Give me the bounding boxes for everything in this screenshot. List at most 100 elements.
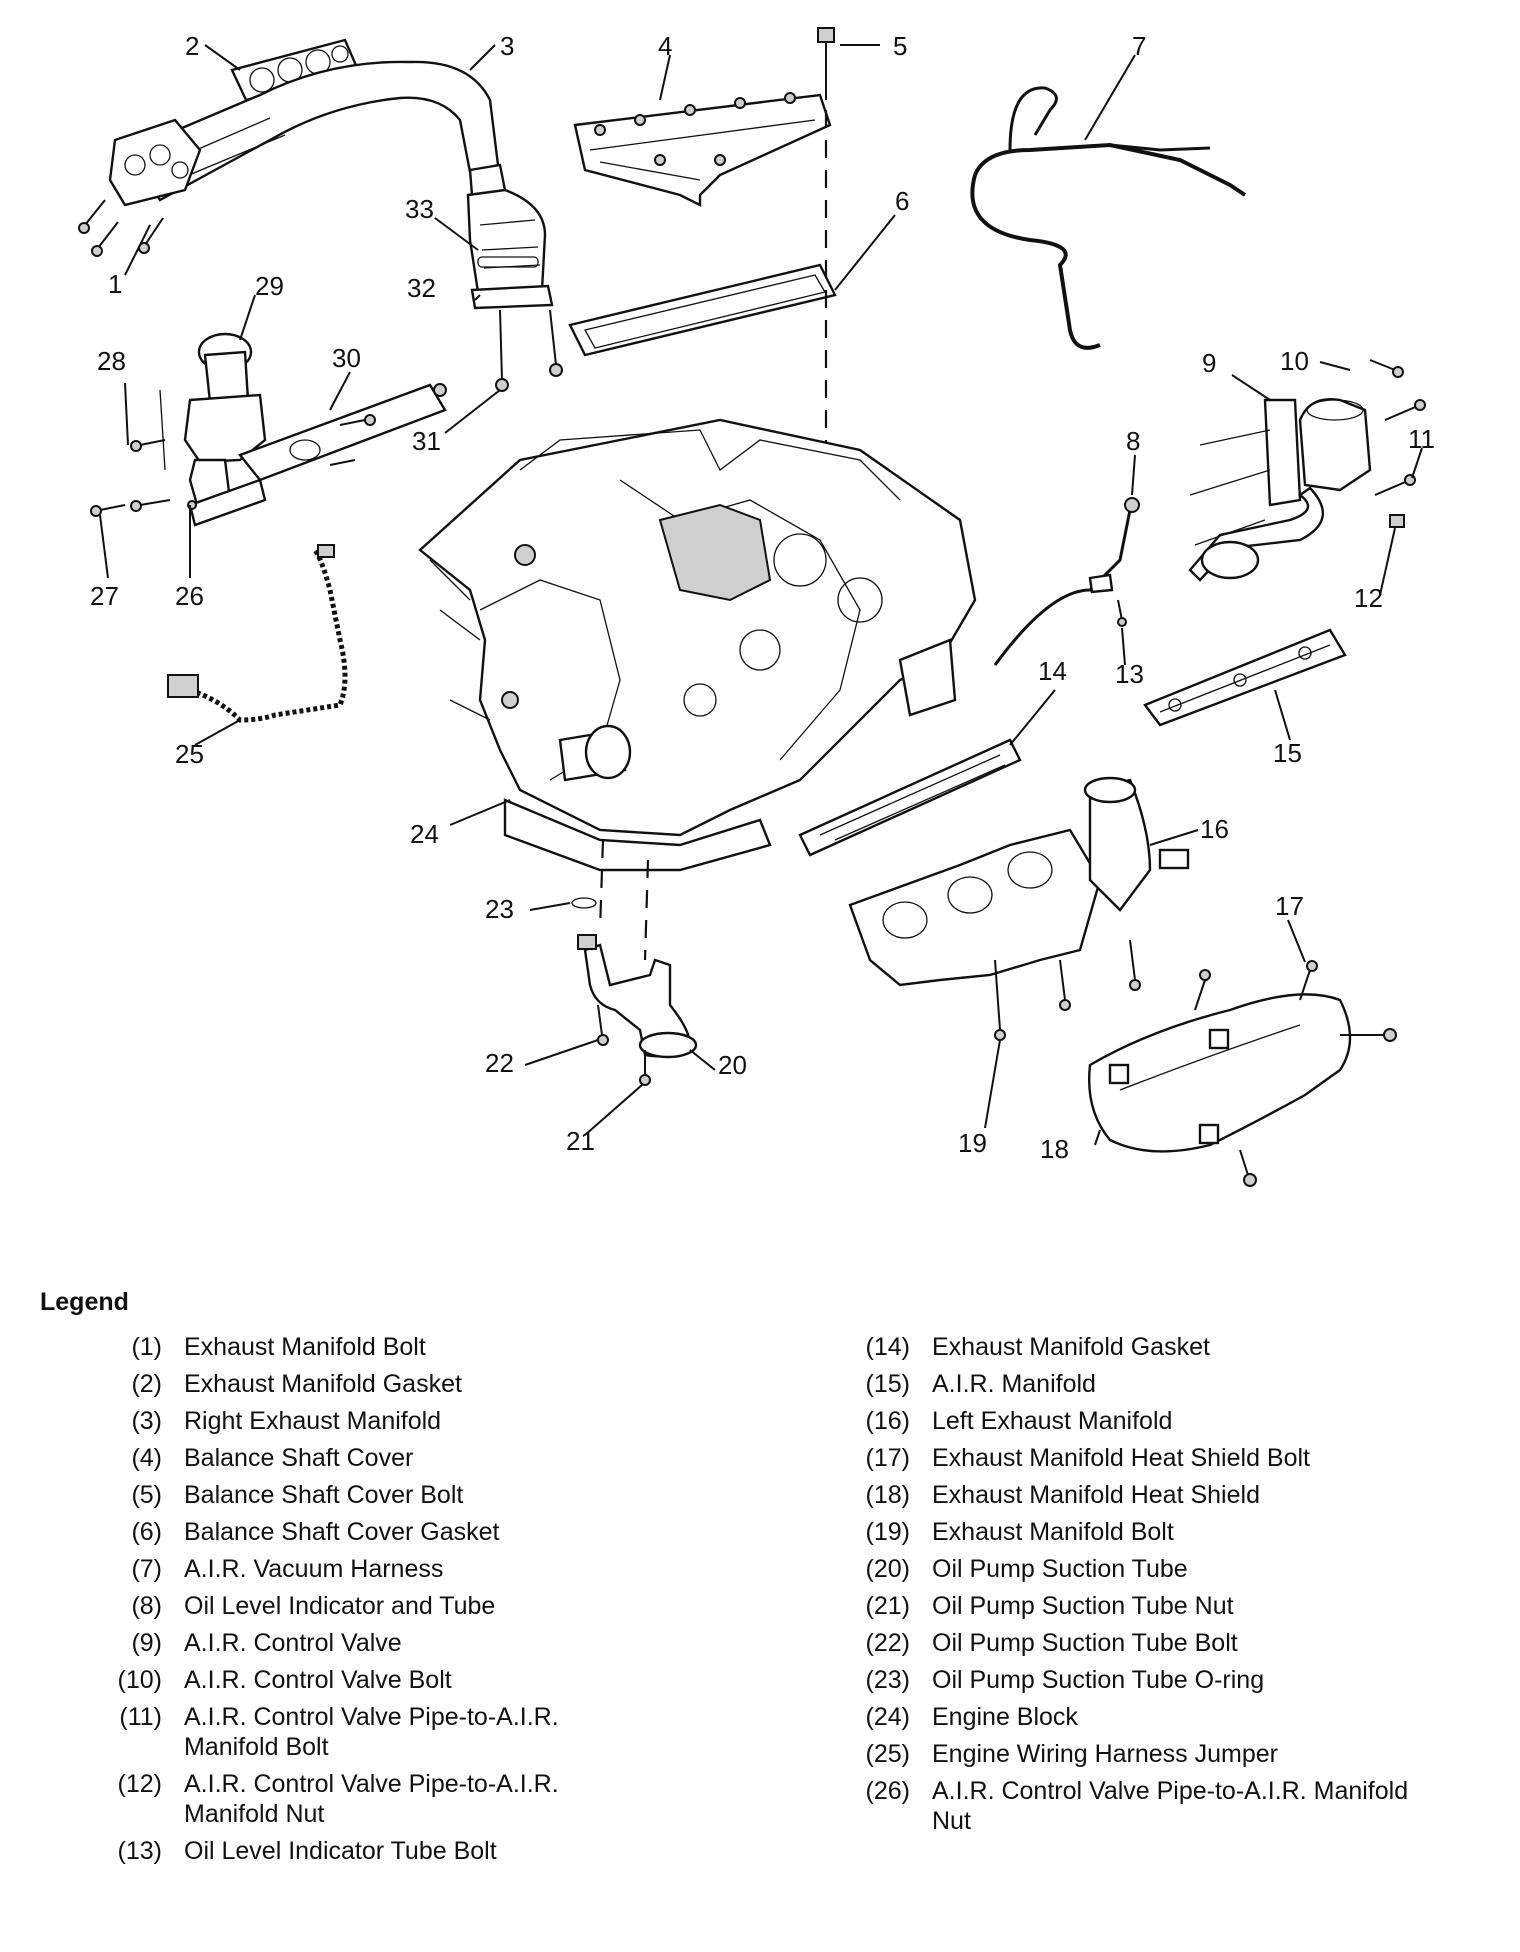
legend-item-text: Left Exhaust Manifold <box>932 1407 1173 1435</box>
legend-item: (21) Oil Pump Suction Tube Nut <box>830 1591 1430 1621</box>
legend-item-text: Oil Pump Suction Tube O-ring <box>932 1666 1265 1694</box>
legend-item: (4)Balance Shaft Cover <box>82 1443 642 1473</box>
legend-left-column: (1)Exhaust Manifold Bolt (2) Exhaust Manif… <box>82 1332 642 1873</box>
balance-shaft-cover <box>573 93 832 207</box>
legend-item-number: (6) <box>131 1518 162 1546</box>
legend-item-text: A.I.R. Vacuum Harness <box>184 1555 444 1583</box>
legend-item-number: (13) <box>117 1837 162 1865</box>
leader-lines <box>99 44 1423 1146</box>
oil-pump-suction-tube-group <box>571 839 698 1086</box>
legend-item: (22)Oil Pump Suction Tube Bolt <box>830 1628 1430 1658</box>
legend-item-text: A.I.R. Control Valve Pipe-to-A.I.R. Mani… <box>932 1777 1409 1835</box>
callout-7: 7 <box>1132 31 1146 61</box>
legend-item-number: (7) <box>131 1555 162 1583</box>
callout-5: 5 <box>893 31 907 61</box>
legend-item-text: Oil Level Indicator Tube Bolt <box>184 1837 497 1865</box>
legend-item-text: Balance Shaft Cover Bolt <box>184 1481 464 1509</box>
legend-item-number: (14) <box>865 1333 910 1361</box>
callout-29: 29 <box>255 271 284 301</box>
air-vacuum-harness <box>970 86 1247 350</box>
legend-item: (26) A.I.R. Control Valve Pipe-to-A.I.R. … <box>830 1776 1430 1836</box>
legend-item: (9)A.I.R. Control Valve <box>82 1628 642 1658</box>
callout-23: 23 <box>485 894 514 924</box>
callout-22: 22 <box>485 1048 514 1078</box>
legend-item-number: (5) <box>131 1481 162 1509</box>
balance-shaft-cover-bolt <box>817 27 835 43</box>
callout-4: 4 <box>658 31 672 61</box>
legend-item: (18)Exhaust Manifold Heat Shield <box>830 1480 1430 1510</box>
callout-6: 6 <box>895 186 909 216</box>
exhaust-manifold-heat-shield <box>1088 960 1397 1187</box>
legend-item-text: Balance Shaft Cover <box>184 1444 414 1472</box>
balance-shaft-cover-gasket <box>568 263 837 357</box>
air-control-valve-pipe <box>1188 486 1325 582</box>
air-control-valve <box>1298 398 1372 492</box>
cover-bolt-heads <box>594 92 796 166</box>
legend-item-text: Engine Block <box>932 1703 1078 1731</box>
oil-level-indicator-group <box>993 497 1140 666</box>
air-control-valve-29 <box>183 393 267 464</box>
balance-shaft-cover-group <box>568 27 837 490</box>
legend-item-text: Oil Level Indicator and Tube <box>184 1592 496 1620</box>
legend-item-text: A.I.R. Control Valve Pipe-to-A.I.R. Mani… <box>184 1770 559 1828</box>
legend-item-number: (2) <box>131 1370 162 1398</box>
legend-item: (8)Oil Level Indicator and Tube <box>82 1591 642 1621</box>
legend-item: (20)Oil Pump Suction Tube <box>830 1554 1430 1584</box>
callout-20: 20 <box>718 1050 747 1080</box>
o-ring <box>571 897 597 909</box>
callout-19: 19 <box>958 1128 987 1158</box>
callout-12: 12 <box>1354 583 1383 613</box>
legend-item-number: (12) <box>117 1770 162 1798</box>
legend-item-number: (15) <box>865 1370 910 1398</box>
exhaust-manifold-bolts-1 <box>78 199 164 257</box>
callout-24: 24 <box>410 819 439 849</box>
legend-item: (3) Right Exhaust Manifold <box>82 1406 642 1436</box>
callout-28: 28 <box>97 346 126 376</box>
callout-8: 8 <box>1126 426 1140 456</box>
callout-9: 9 <box>1202 348 1216 378</box>
legend-item-text: Exhaust Manifold Heat Shield <box>932 1481 1260 1509</box>
legend-item-number: (21) <box>865 1592 910 1620</box>
legend-right-column: (14) Exhaust Manifold Gasket (15) A.I.R. Ma… <box>830 1332 1430 1843</box>
legend-item-text: A.I.R. Manifold <box>932 1370 1096 1398</box>
callout-16: 16 <box>1200 814 1229 844</box>
legend-item-text: Oil Pump Suction Tube Nut <box>932 1592 1234 1620</box>
callout-33: 33 <box>405 194 434 224</box>
legend-item-number: (26) <box>865 1777 910 1805</box>
legend-item-number: (3) <box>131 1407 162 1435</box>
legend-item-text: Exhaust Manifold Gasket <box>932 1333 1210 1361</box>
callout-30: 30 <box>332 343 361 373</box>
callout-14: 14 <box>1038 656 1067 686</box>
right-exhaust-manifold-group <box>78 38 563 392</box>
callout-2: 2 <box>185 31 199 61</box>
legend-item-text: Oil Pump Suction Tube <box>932 1555 1188 1583</box>
legend-item: (7) A.I.R. Vacuum Harness <box>82 1554 642 1584</box>
legend-item: (12) A.I.R. Control Valve Pipe-to-A.I.R. … <box>82 1769 642 1829</box>
callout-17: 17 <box>1275 891 1304 921</box>
air-pipe-30 <box>238 383 447 482</box>
exploded-engine-diagram: 1 2 3 4 5 6 7 8 9 10 11 12 13 14 15 16 1… <box>78 27 1435 1187</box>
legend-item: (25)Engine Wiring Harness Jumper <box>830 1739 1430 1769</box>
legend-item-text: Exhaust Manifold Heat Shield Bolt <box>932 1444 1310 1472</box>
legend-item-number: (11) <box>119 1703 162 1731</box>
legend-item-text: Exhaust Manifold Gasket <box>184 1370 462 1398</box>
callout-labels: 1 2 3 4 5 6 7 8 9 10 11 12 13 14 15 16 1… <box>90 31 1435 1164</box>
legend-item-number: (22) <box>865 1629 910 1657</box>
left-exhaust-manifold <box>848 776 1190 1041</box>
legend-item-text: Right Exhaust Manifold <box>184 1407 442 1435</box>
legend-item: (15) A.I.R. Manifold <box>830 1369 1430 1399</box>
legend-item-number: (10) <box>117 1666 162 1694</box>
legend-item-number: (24) <box>865 1703 910 1731</box>
legend-item: (1)Exhaust Manifold Bolt <box>82 1332 642 1362</box>
legend-item: (16)Left Exhaust Manifold <box>830 1406 1430 1436</box>
callout-15: 15 <box>1273 738 1302 768</box>
callout-26: 26 <box>175 581 204 611</box>
legend-item-text: Engine Wiring Harness Jumper <box>932 1740 1278 1768</box>
legend-item-text: A.I.R. Control Valve Pipe-to-A.I.R. Mani… <box>184 1703 559 1761</box>
engine-wiring-harness-jumper <box>167 544 348 723</box>
air-control-valve-group <box>1188 359 1426 582</box>
legend-item-number: (23) <box>865 1666 910 1694</box>
callout-18: 18 <box>1040 1134 1069 1164</box>
callout-1: 1 <box>108 269 122 299</box>
air-control-valve-bracket <box>1263 398 1302 507</box>
